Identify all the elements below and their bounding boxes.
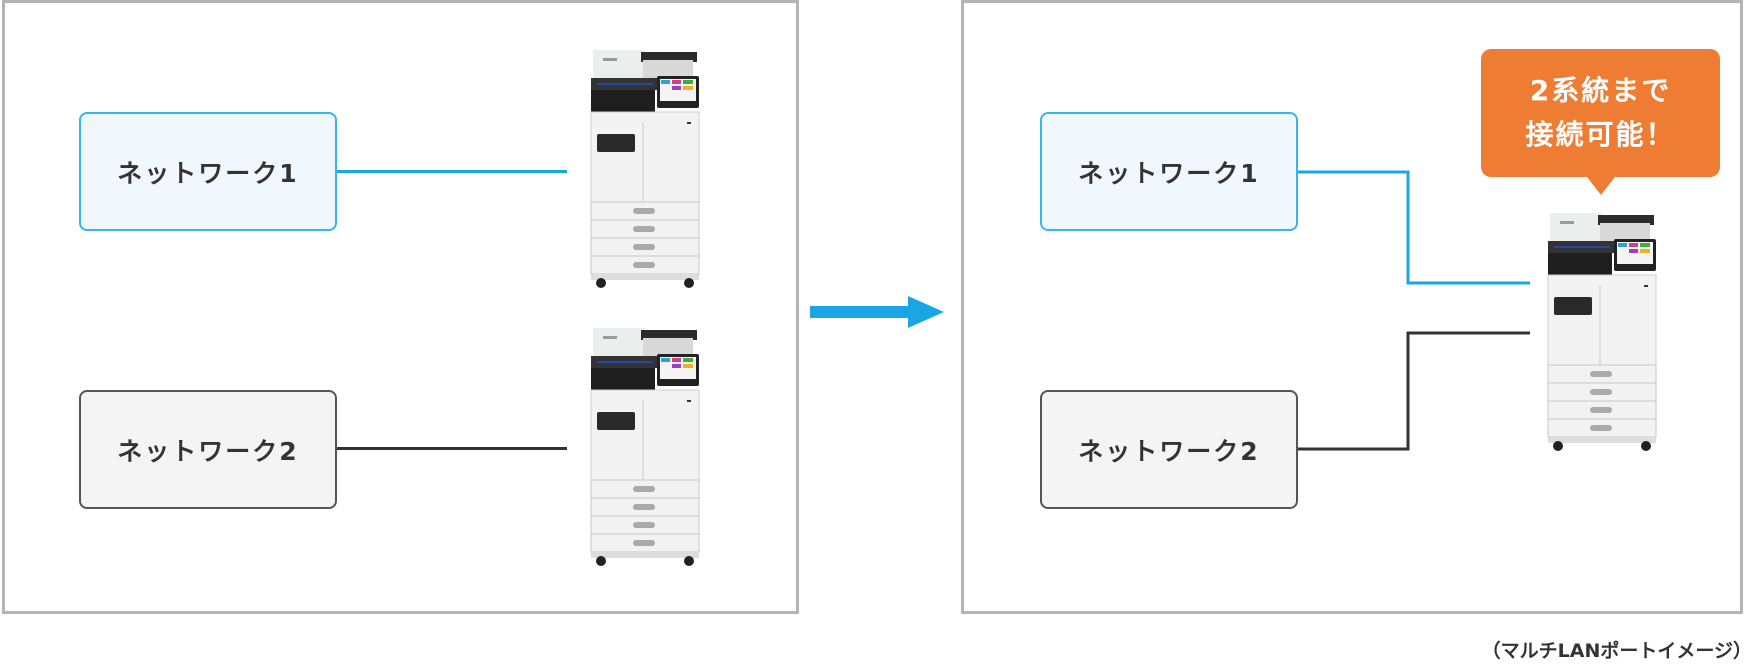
network2-cable xyxy=(1298,331,1530,451)
network2-cable xyxy=(337,447,567,450)
printer-icon xyxy=(1546,213,1660,453)
network2-box: ネットワーク2 xyxy=(79,390,337,509)
callout-line1: 2系統まで xyxy=(1529,74,1672,107)
network1-label: ネットワーク1 xyxy=(1078,158,1260,188)
caption: （マルチLANポートイメージ） xyxy=(1481,640,1752,662)
network2-label: ネットワーク2 xyxy=(1078,436,1260,466)
arrow-right-icon xyxy=(810,296,944,328)
network1-box: ネットワーク1 xyxy=(79,112,337,231)
network2-box: ネットワーク2 xyxy=(1040,390,1298,509)
callout-line2: 接続可能！ xyxy=(1525,118,1676,151)
network2-label: ネットワーク2 xyxy=(117,436,299,466)
callout-bubble: 2系統まで 接続可能！ xyxy=(1481,49,1720,195)
network1-cable xyxy=(337,170,567,173)
network1-label: ネットワーク1 xyxy=(117,158,299,188)
network1-cable xyxy=(1298,170,1530,285)
network1-box: ネットワーク1 xyxy=(1040,112,1298,231)
